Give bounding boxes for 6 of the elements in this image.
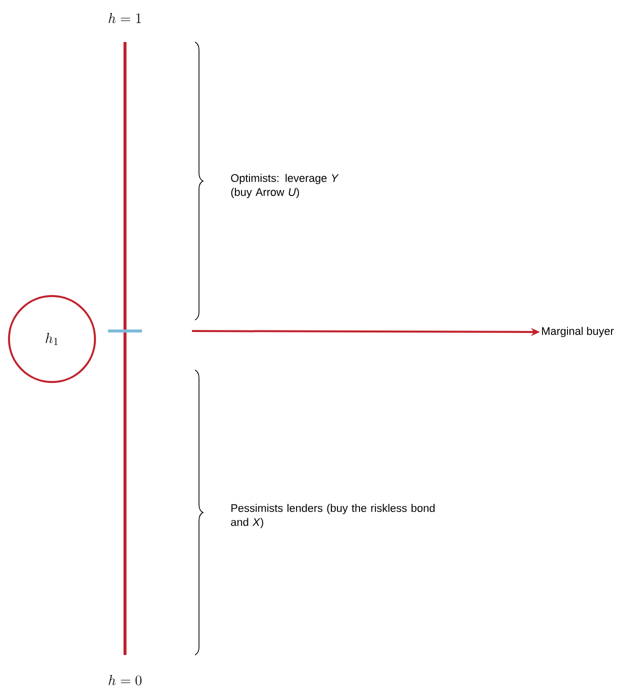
axis-end-label: $h = 0$ — [108, 675, 142, 686]
text-label: Marginal buyer — [542, 326, 614, 338]
group-description: Optimists: leverage Y (buy Arrow U) — [231, 174, 339, 198]
group-description: Pessimists lenders (buy the riskless bond and X) — [231, 504, 435, 528]
axis-end-label: $h = 1$ — [108, 13, 141, 24]
circle-node: $h_1$ — [8, 295, 96, 383]
